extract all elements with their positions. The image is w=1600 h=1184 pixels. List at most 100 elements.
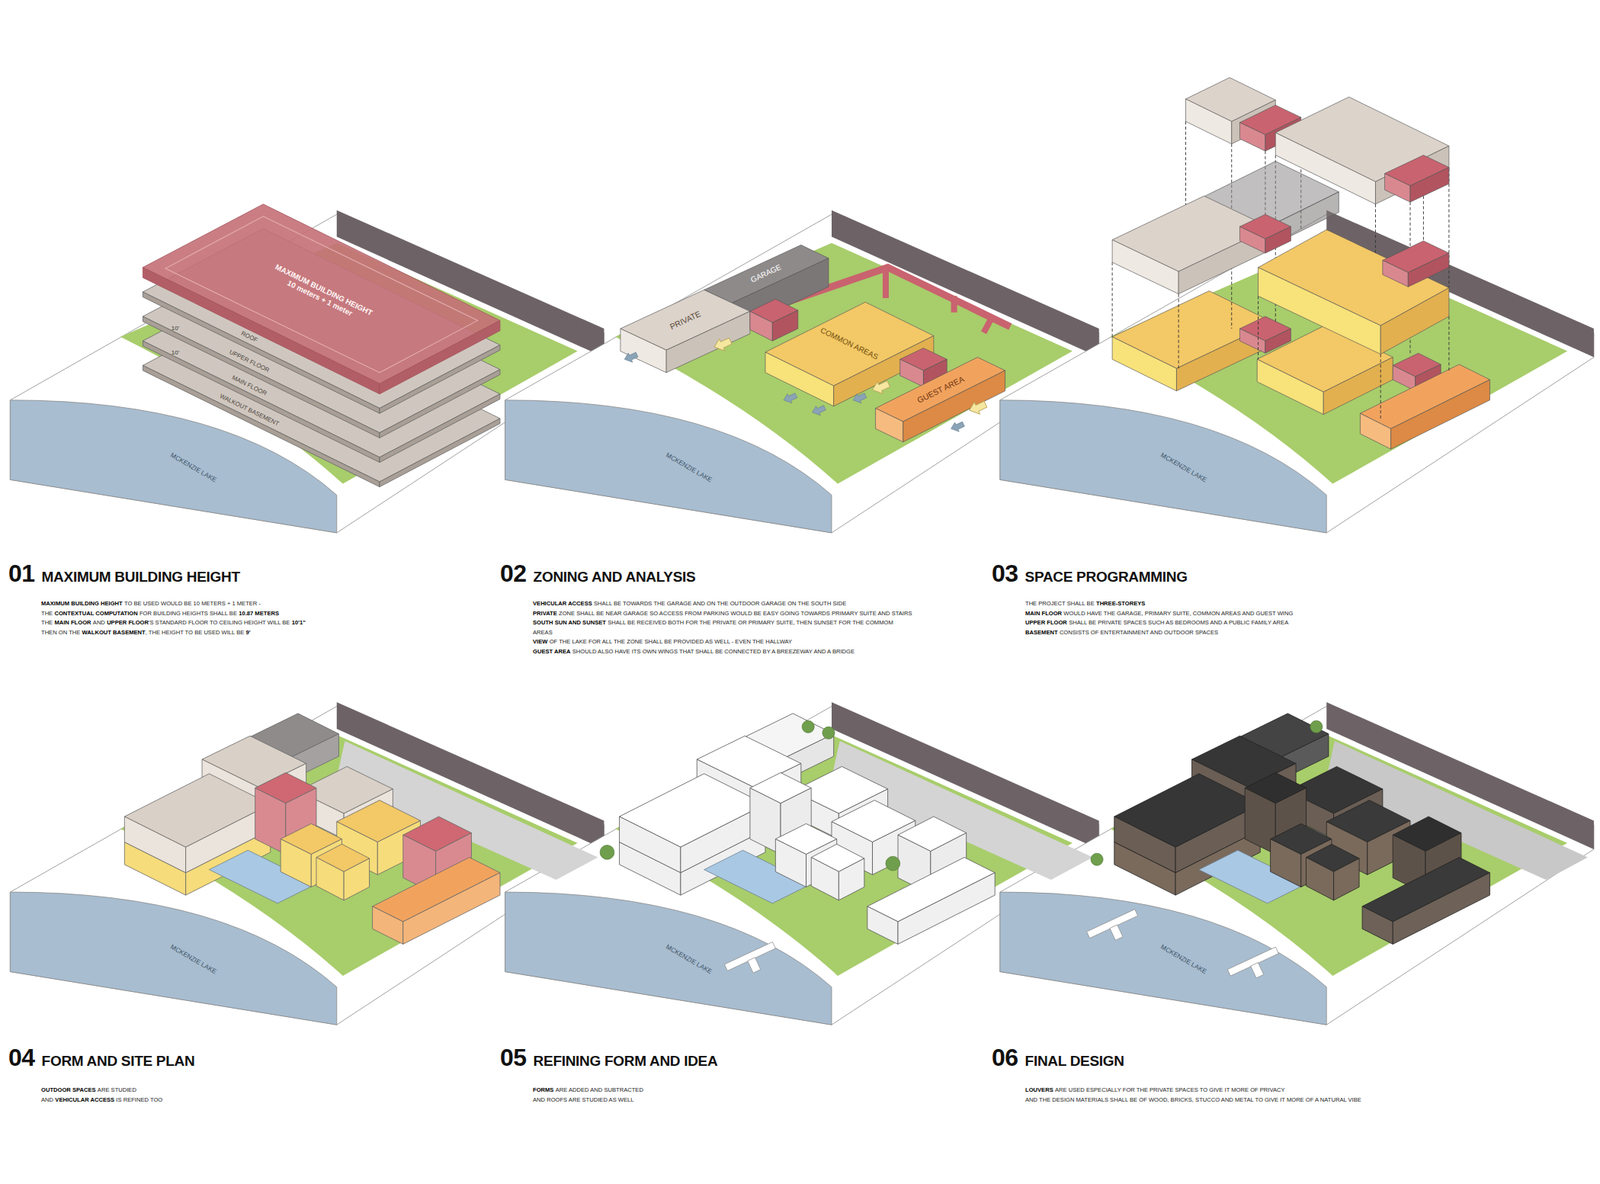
body-text: SHOULD ALSO HAVE ITS OWN WINGS THAT SHAL… xyxy=(572,647,855,655)
lake-label: MCKENZIE LAKE xyxy=(169,942,219,976)
body-text: IS REFINED TOO xyxy=(115,1096,163,1104)
step-title: FINAL DESIGN xyxy=(1025,1052,1125,1070)
step-number: 03 xyxy=(991,559,1019,588)
step-title: ZONING AND ANALYSIS xyxy=(533,568,696,586)
keyword-text: OUTDOOR SPACES xyxy=(41,1086,97,1094)
step-number: 01 xyxy=(8,559,36,588)
body-text: THE xyxy=(41,609,53,617)
panel-heading: 06FINAL DESIGN xyxy=(991,1043,1125,1072)
keyword-text: MAIN FLOOR xyxy=(54,618,91,626)
body-text: ARE USED ESPECIALLY FOR THE PRIVATE SPAC… xyxy=(1054,1086,1286,1094)
node-text: ROOF xyxy=(240,330,260,345)
node-text: UPPER FLOOR xyxy=(227,348,271,375)
description-line: BASEMENTCONSISTS OF ENTERTAINMENT AND OU… xyxy=(1025,628,1498,639)
description-line: THE PROJECT SHALL BETHREE-STOREYS xyxy=(1025,599,1498,610)
keyword-text: PRIVATE xyxy=(532,609,558,617)
body-text: THE xyxy=(41,618,53,626)
step-number: 04 xyxy=(8,1043,36,1072)
keyword-text: VIEW xyxy=(532,638,548,645)
lake-label: MCKENZIE LAKE xyxy=(1159,451,1209,485)
step-title: FORM AND SITE PLAN xyxy=(41,1052,196,1070)
programming-blocks xyxy=(1112,77,1490,449)
keyword-text: THREE-STOREYS xyxy=(1096,599,1145,607)
description-line: SOUTH SUN AND SUNSETSHALL BE RECEIVED BO… xyxy=(532,618,914,638)
step-number: 05 xyxy=(500,1043,527,1072)
panel-heading: 02ZONING AND ANALYSIS xyxy=(500,559,696,588)
keyword-text: LOUVERS xyxy=(1025,1086,1054,1094)
trees-and-docks xyxy=(599,720,1323,988)
body-text: 'S STANDARD FLOOR TO CEILING HEIGHT WILL… xyxy=(148,618,290,626)
keyword-text: MAIN FLOOR xyxy=(1025,609,1062,617)
body-text: FOR BUILDING HEIGHTS SHALL BE xyxy=(139,609,238,617)
keyword-text: SOUTH SUN AND SUNSET xyxy=(532,618,607,626)
body-text: AND xyxy=(41,1096,54,1104)
node-text: GARAGE xyxy=(749,262,783,286)
step-description: THE PROJECT SHALL BETHREE-STOREYSMAIN FL… xyxy=(1025,599,1498,638)
description-line: VIEWOF THE LAKE FOR ALL THE ZONE SHALL B… xyxy=(532,637,914,648)
description-line: VEHICULAR ACCESSSHALL BE TOWARDS THE GAR… xyxy=(532,599,914,610)
description-line: THEMAIN FLOORANDUPPER FLOOR'S STANDARD F… xyxy=(41,618,514,629)
zone-label: PRIVATE xyxy=(666,307,706,334)
keyword-text: CONTEXTUAL COMPUTATION xyxy=(54,609,138,617)
body-text: AND xyxy=(92,618,106,626)
description-line: UPPER FLOORSHALL BE PRIVATE SPACES SUCH … xyxy=(1025,618,1498,629)
description-line: LOUVERSARE USED ESPECIALLY FOR THE PRIVA… xyxy=(1025,1085,1498,1096)
body-text: SHALL BE TOWARDS THE GARAGE AND ON THE O… xyxy=(593,599,847,607)
keyword-text: UPPER FLOOR xyxy=(1025,618,1068,626)
step-title: MAXIMUM BUILDING HEIGHT xyxy=(41,568,241,586)
floor-slab-label: WALKOUT BASEMENT xyxy=(215,391,283,430)
body-text: TO BE USED WOULD BE 10 METERS + 1 METER … xyxy=(124,599,261,607)
dimension-label: 10' xyxy=(171,324,180,332)
keyword-text: WALKOUT BASEMENT xyxy=(82,628,146,636)
panel-heading: 04 FORM AND SITE PLAN xyxy=(8,1043,195,1072)
keyword-text: 10'1" xyxy=(291,618,306,626)
massing-models xyxy=(124,713,1588,945)
keyword-text: 9' xyxy=(246,628,251,636)
description-line: GUEST AREASHOULD ALSO HAVE ITS OWN WINGS… xyxy=(532,647,914,658)
panel-heading: 05REFINING FORM AND IDEA xyxy=(500,1043,718,1072)
body-text: OF THE LAKE FOR ALL THE ZONE SHALL BE PR… xyxy=(549,638,792,645)
node-text: MAXIMUM BUILDING HEIGHT xyxy=(273,262,375,318)
step-description: VEHICULAR ACCESSSHALL BE TOWARDS THE GAR… xyxy=(532,599,914,657)
zone-label: GUEST AREA xyxy=(913,371,969,407)
description-line: AND THE DESIGN MATERIALS SHALL BE OF WOO… xyxy=(1025,1095,1498,1106)
keyword-text: 10.87 METERS xyxy=(238,609,279,617)
description-line: THEN ON THEWALKOUT BASEMENT, THE HEIGHT … xyxy=(41,628,514,639)
node-text: COMMON AREAS xyxy=(818,325,880,362)
lake-label: MCKENZIE LAKE xyxy=(664,942,714,976)
description-line: AND ROOFS ARE STUDIED AS WELL xyxy=(532,1095,1006,1106)
lake-label: MCKENZIE LAKE xyxy=(664,451,714,485)
zoning-blocks xyxy=(620,244,1011,442)
keyword-text: VEHICULAR ACCESS xyxy=(532,599,593,607)
body-text: AND ROOFS ARE STUDIED AS WELL xyxy=(532,1096,635,1104)
body-text: , THE HEIGHT TO BE USED WILL BE xyxy=(145,628,245,636)
floor-slab-label: ROOF xyxy=(237,327,261,346)
lake-label: MCKENZIE LAKE xyxy=(169,451,219,485)
floor-slab-label: UPPER FLOOR xyxy=(225,346,273,376)
keyword-text: MAXIMUM BUILDING HEIGHT xyxy=(41,599,123,607)
description-line: ANDVEHICULAR ACCESSIS REFINED TOO xyxy=(41,1095,514,1106)
node-text: MAIN FLOOR xyxy=(230,374,269,398)
node-text: 10 meters + 1 meter xyxy=(269,270,371,326)
step-description: OUTDOOR SPACESARE STUDIEDANDVEHICULAR AC… xyxy=(41,1085,514,1105)
body-text: THEN ON THE xyxy=(41,628,81,636)
body-text: ZONE SHALL BE NEAR GARAGE SO ACCESS FROM… xyxy=(558,609,912,617)
step-description: FORMSARE ADDED AND SUBTRACTED AND ROOFS A… xyxy=(532,1085,1006,1105)
node-text: GUEST AREA xyxy=(915,374,966,406)
site-bases xyxy=(9,210,1594,1025)
keyword-text: FORMS xyxy=(532,1086,554,1094)
zone-label: COMMON AREAS xyxy=(816,323,882,364)
step-description: LOUVERSARE USED ESPECIALLY FOR THE PRIVA… xyxy=(1025,1085,1498,1105)
lake-label: MCKENZIE LAKE xyxy=(1159,942,1209,976)
body-text: SHALL BE PRIVATE SPACES SUCH AS BEDROOMS… xyxy=(1068,618,1289,626)
description-line: MAXIMUM BUILDING HEIGHTTO BE USED WOULD … xyxy=(41,599,514,610)
height-plane-label: MAXIMUM BUILDING HEIGHT10 meters + 1 met… xyxy=(266,260,376,328)
body-text: CONSISTS OF ENTERTAINMENT AND OUTDOOR SP… xyxy=(1059,628,1219,636)
body-text: ARE ADDED AND SUBTRACTED xyxy=(555,1086,644,1094)
panel-heading: 03SPACE PROGRAMMING xyxy=(991,559,1188,588)
description-line: MAIN FLOORWOULD HAVE THE GARAGE, PRIMARY… xyxy=(1025,609,1498,619)
zone-label: GARAGE xyxy=(747,260,786,286)
keyword-text: VEHICULAR ACCESS xyxy=(54,1096,115,1104)
